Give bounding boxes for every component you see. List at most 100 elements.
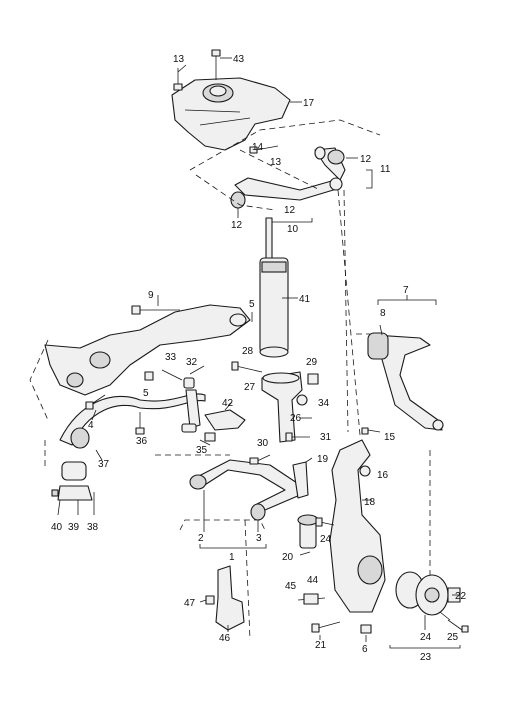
leader-lines: [57, 57, 460, 642]
part-label: 26: [290, 413, 302, 424]
part-label: 16: [377, 470, 389, 481]
bolt-28: [231, 361, 263, 373]
group-bracket: [271, 218, 313, 223]
part-label: 24: [420, 632, 432, 643]
guide-line: [337, 189, 361, 436]
part-label: 46: [219, 633, 231, 644]
shock-absorber: [259, 217, 289, 358]
group-bracket: [377, 299, 437, 305]
bolt-21: [311, 621, 341, 633]
nut-34: [296, 394, 308, 406]
upper-link-front: [230, 177, 343, 209]
anti-roll-bar: [59, 393, 206, 449]
link-rod: [204, 409, 246, 442]
part-label: 40: [51, 522, 63, 533]
part-label: 20: [282, 552, 294, 563]
part-label: 29: [306, 357, 318, 368]
part-label: 13: [270, 157, 282, 168]
bolt-15: [361, 427, 381, 435]
part-label: 33: [165, 352, 177, 363]
ball-joint: [292, 461, 319, 549]
part-label: 5: [249, 299, 255, 310]
group-bracket: [389, 645, 461, 649]
bolt-31: [285, 432, 310, 442]
part-label: 22: [455, 591, 467, 602]
part-label: 5: [143, 388, 149, 399]
bolt-9: [131, 305, 180, 315]
part-label: 18: [364, 497, 376, 508]
part-label: 36: [136, 436, 148, 447]
bolt-4: [85, 394, 106, 410]
part-label: 44: [307, 575, 319, 586]
part-label: 47: [184, 598, 196, 609]
part-label: 30: [257, 438, 269, 449]
part-label: 21: [315, 640, 327, 651]
part-label: 12: [284, 205, 296, 216]
subframe: [44, 304, 251, 396]
guide-line: [244, 519, 251, 641]
part-label: 10: [287, 224, 299, 235]
group-bracket: [366, 169, 373, 189]
part-label: 32: [186, 357, 198, 368]
guide-line: [29, 339, 49, 421]
cable-bracket: [205, 565, 245, 631]
guide-line: [343, 189, 349, 433]
part-label: 42: [222, 398, 234, 409]
guide-line: [189, 119, 381, 171]
stabilizer-clamp: [51, 461, 93, 501]
part-label: 39: [68, 522, 80, 533]
bolt-5-lower: [144, 371, 154, 381]
nut-16: [359, 465, 371, 477]
guide-line: [239, 149, 321, 191]
guide-line: [195, 174, 276, 211]
part-label: 23: [420, 652, 432, 663]
part-label: 8: [380, 308, 386, 319]
bolt-25: [447, 619, 469, 633]
part-label: 1: [229, 552, 235, 563]
part-label: 27: [244, 382, 256, 393]
part-label: 3: [256, 533, 262, 544]
part-label: 45: [285, 581, 297, 592]
coupling-rod: [161, 369, 201, 433]
wheel-hub: [395, 571, 461, 616]
part-label: 12: [231, 220, 243, 231]
guide-line: [179, 519, 266, 531]
steering-knuckle: [329, 439, 386, 613]
part-label: 13: [173, 54, 185, 65]
bolt-24-hub: [439, 611, 451, 621]
part-label: 19: [317, 454, 329, 465]
part-label: 24: [320, 534, 332, 545]
group-bracket: [199, 544, 267, 549]
part-label: 2: [198, 533, 204, 544]
part-label: 6: [362, 644, 368, 655]
bolt-13-top: [173, 68, 183, 91]
part-label: 14: [252, 142, 264, 153]
strut-top-mount: [171, 77, 291, 151]
bolt-13-lower: [249, 145, 279, 154]
part-label: 9: [148, 290, 154, 301]
part-label: 11: [380, 164, 391, 175]
lower-wishbone: [189, 459, 301, 521]
part-label: 28: [242, 346, 254, 357]
part-label: 31: [320, 432, 332, 443]
bolt-36: [135, 412, 145, 435]
bolt-30: [249, 454, 271, 465]
part-label: 17: [303, 98, 315, 109]
part-label: 25: [447, 632, 459, 643]
part-label: 38: [87, 522, 99, 533]
part-label: 4: [88, 420, 94, 431]
bolt-43: [211, 49, 221, 80]
nut-29: [307, 373, 319, 385]
strut-fork: [261, 371, 303, 443]
part-label: 37: [98, 459, 110, 470]
part-label: 35: [196, 445, 208, 456]
transverse-link: [367, 332, 444, 431]
part-label: 7: [403, 285, 409, 296]
part-label: 12: [360, 154, 372, 165]
part-label: 15: [384, 432, 396, 443]
part-label: 43: [233, 54, 245, 65]
upper-link-rear: [314, 146, 346, 181]
part-label: 41: [299, 294, 311, 305]
nut-6: [360, 624, 372, 634]
